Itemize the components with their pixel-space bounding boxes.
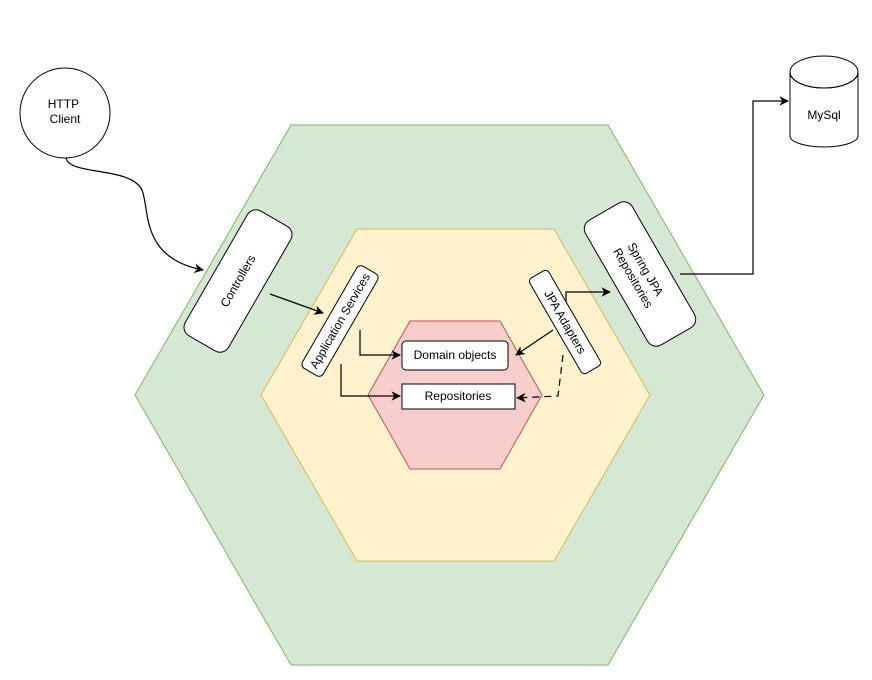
mysql-database-node[interactable]: MySql — [789, 55, 859, 148]
edge-httpclient-controllers — [65, 157, 204, 274]
http-client-node[interactable]: HTTP Client — [19, 67, 111, 159]
edge-appservices-domainobjects — [359, 330, 401, 360]
edge-jpaadapters-repositories — [516, 354, 564, 403]
edge-controllers-appservices — [269, 293, 324, 315]
edge-springjpa-mysql — [680, 96, 789, 275]
repositories-node[interactable]: Repositories — [401, 383, 516, 410]
edge-jpaadapters-domainobjects — [515, 329, 554, 356]
repositories-label: Repositories — [425, 389, 492, 403]
mysql-label: MySql — [807, 108, 840, 122]
domain-objects-label: Domain objects — [414, 348, 497, 362]
domain-objects-node[interactable]: Domain objects — [401, 340, 509, 371]
controllers-node[interactable]: Controllers — [180, 206, 295, 356]
http-client-label: HTTP Client — [48, 97, 82, 126]
edge-appservices-repositories — [340, 364, 401, 401]
